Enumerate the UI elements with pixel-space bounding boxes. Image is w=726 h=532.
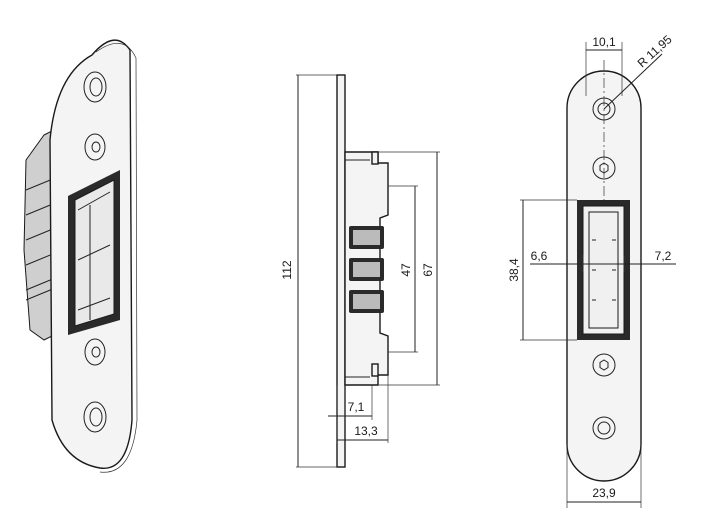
front-view: 10,1 R 11,95 38,4 6,6 7,2 23,9 <box>507 32 676 508</box>
dim-line-10-1 <box>585 42 623 96</box>
perspective-housing-ribs <box>25 175 61 301</box>
dim-label-radius: R 11,95 <box>635 32 675 70</box>
front-hole-bottom <box>592 416 616 440</box>
perspective-view <box>23 39 138 473</box>
dim-line-6-6 <box>530 255 604 272</box>
dim-label-7-2: 7,2 <box>655 249 672 263</box>
dim-line-23-9 <box>566 444 642 508</box>
dim-line-47 <box>388 185 418 353</box>
dim-label-10-1: 10,1 <box>592 35 616 49</box>
dim-label-47: 47 <box>399 263 413 277</box>
side-view: 112 67 47 7,1 13,3 <box>280 74 440 468</box>
side-plate <box>336 74 346 468</box>
perspective-screw-top <box>84 133 106 161</box>
perspective-screw-bottom <box>84 338 106 366</box>
dim-label-112: 112 <box>280 260 294 279</box>
perspective-hole-top <box>83 71 107 103</box>
dim-line-13-3 <box>336 375 389 443</box>
dim-label-67: 67 <box>421 263 435 277</box>
dim-label-38-4: 38,4 <box>507 258 521 282</box>
dim-line-112 <box>296 74 337 468</box>
perspective-hole-bottom <box>83 401 107 433</box>
dim-line-7-2 <box>604 255 676 272</box>
dim-label-7-1: 7,1 <box>348 400 365 414</box>
dim-label-13-3: 13,3 <box>354 424 378 438</box>
dim-line-7-1 <box>328 385 373 420</box>
dim-label-23-9: 23,9 <box>592 486 616 500</box>
perspective-plate-edge <box>95 43 138 473</box>
front-screw-bottom <box>592 353 616 377</box>
dim-label-6-6: 6,6 <box>531 249 548 263</box>
dim-line-radius <box>603 53 663 110</box>
dim-line-38-4 <box>520 199 577 341</box>
